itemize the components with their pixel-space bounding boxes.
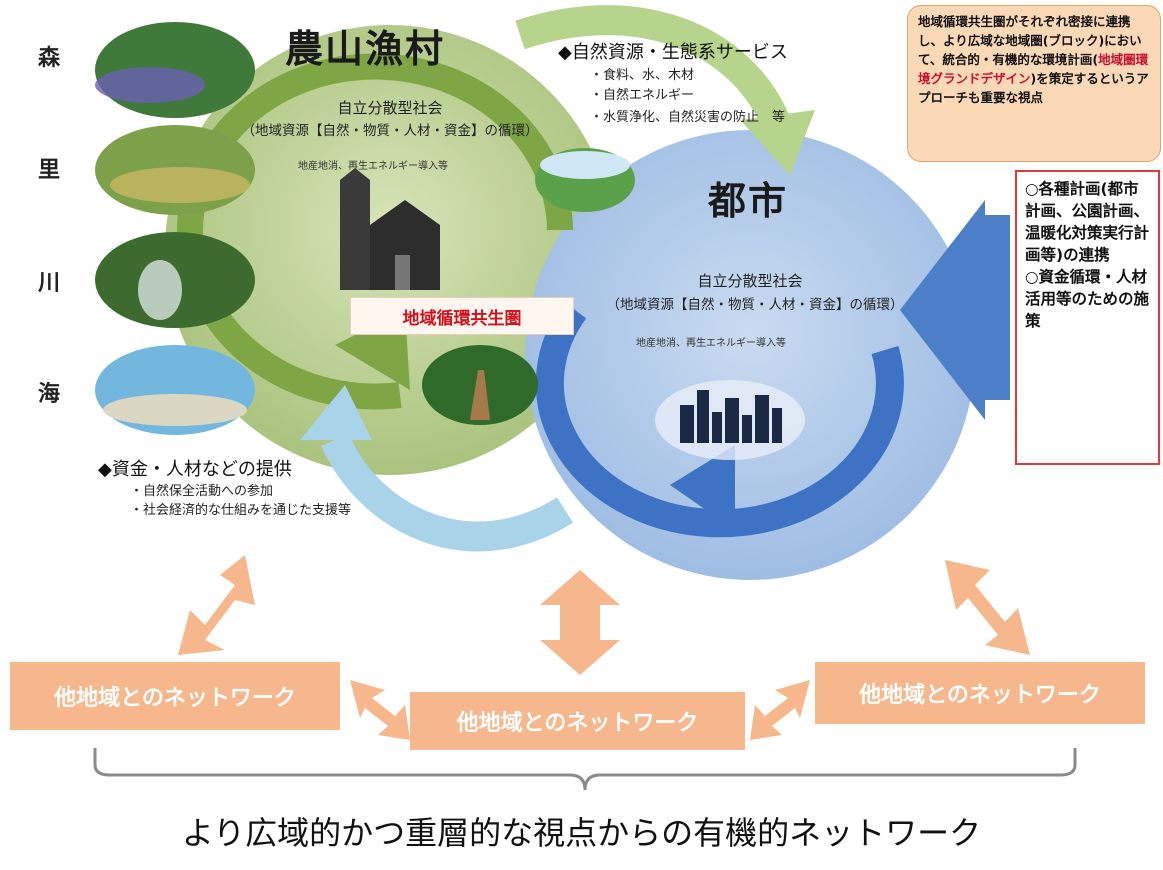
top-note-text: )を策定するというアプローチも重要な視点 [918, 71, 1149, 105]
side-label-village: 里 [38, 158, 61, 183]
top-note: 地域循環共生圏がそれぞれ密接に連携し、より広域な地域圏(ブロック)において、統合… [907, 5, 1161, 162]
ecosystem-heading: ◆自然資源・生態系サービス [558, 42, 788, 63]
plan-arrow [900, 200, 1010, 420]
plan-box: ○各種計画(都市計画、公園計画、温暖化対策実行計画等)の連携 ○資金循環・人材活… [1015, 170, 1160, 465]
urban-society: 自立分散型社会 [697, 272, 803, 290]
urban-title: 都市 [708, 179, 789, 223]
network-arrows [178, 555, 1030, 740]
side-label-forest: 森 [38, 46, 61, 71]
bottom-brace [93, 748, 1077, 791]
network-box-center: 他地域とのネットワーク [410, 692, 745, 750]
urban-cycle-arrowhead [670, 445, 735, 530]
side-label-river: 川 [38, 271, 61, 296]
rural-note: 地産地消、再生エネルギー導入等 [298, 161, 448, 172]
barn-illustration [340, 168, 440, 290]
funding-item: ・自然保全活動への参加 [130, 484, 274, 499]
ecosystem-item: ・水質浄化、自然災害の防止 等 [590, 110, 786, 125]
rural-society: 自立分散型社会 [337, 99, 443, 117]
side-label-sea: 海 [38, 382, 61, 407]
funding-arrow [321, 433, 573, 552]
kyosei-label: 地域循環共生圏 [350, 297, 574, 335]
funding-item: ・社会経済的な仕組みを通じた支援等 [130, 503, 352, 518]
rural-resources: （地域資源【自然・物質・人材・資金】の循環） [241, 123, 539, 139]
funding-heading: ◆資金・人材などの提供 [98, 459, 292, 480]
ecosystem-item: ・食料、水、木材 [590, 68, 695, 83]
plan-item-coordination: ○各種計画(都市計画、公園計画、温暖化対策実行計画等)の連携 [1025, 180, 1150, 264]
bottom-caption: より広域的かつ重層的な視点からの有機的ネットワーク [181, 814, 982, 852]
ecosystem-arrow [515, 5, 789, 127]
urban-cycle-arrow [535, 301, 904, 538]
ecosystem-item: ・自然エネルギー [590, 88, 695, 103]
urban-note: 地産地消、再生エネルギー導入等 [636, 338, 786, 349]
rural-title: 農山漁村 [285, 27, 446, 71]
top-note-text: 地域循環共生圏がそれぞれ密接に連携し、より広域な地域圏(ブロック)において、統合… [918, 14, 1142, 67]
top-note-highlight: 地域圏環境グランドデザイン [918, 52, 1149, 86]
plan-item-measures: ○資金循環・人材活用等のための施策 [1025, 268, 1150, 330]
funding-arrowhead [300, 385, 372, 440]
urban-resources: （地域資源【自然・物質・人材・資金】の循環） [606, 297, 904, 313]
city-illustration [655, 380, 805, 460]
rural-cycle-arrow [177, 53, 573, 410]
network-box-right: 他地域とのネットワーク [815, 662, 1145, 724]
ecosystem-arrowhead [740, 110, 815, 175]
network-box-left: 他地域とのネットワーク [10, 662, 340, 730]
